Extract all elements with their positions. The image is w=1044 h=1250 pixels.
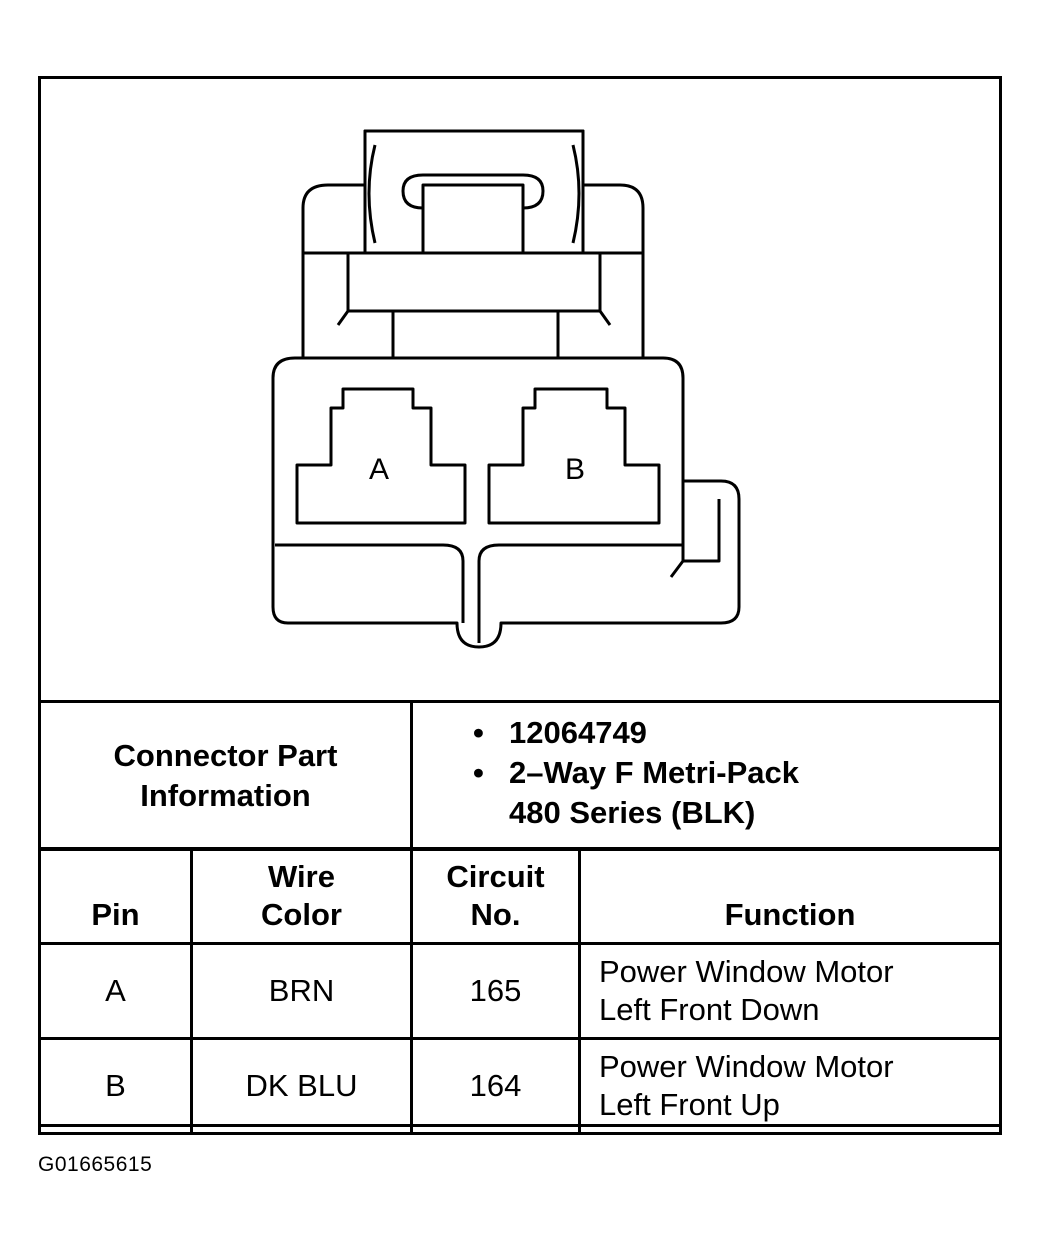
table-row: B DK BLU 164 Power Window Motor Left Fro… bbox=[38, 1037, 1002, 1135]
cavity-label-a: A bbox=[369, 453, 389, 486]
header-circuit-line1: Circuit bbox=[446, 859, 545, 894]
part-info-label: Connector Part Information bbox=[38, 700, 413, 851]
connector-face-diagram: A B bbox=[271, 129, 741, 649]
header-wire-color: Wire Color bbox=[190, 847, 413, 945]
part-info-label-line2: Information bbox=[140, 777, 311, 813]
part-info-label-line1: Connector Part bbox=[113, 737, 338, 773]
cavity-a bbox=[295, 387, 467, 525]
connector-frame: A B Connector Part Information • 1206474… bbox=[38, 76, 1002, 1135]
connector-face bbox=[271, 356, 741, 649]
wire-color-cell: DK BLU bbox=[190, 1037, 413, 1135]
part-info-values: • 12064749 • 2–Way F Metri-Pack 480 Seri… bbox=[410, 700, 1002, 851]
pin-table-header-row: Pin Wire Color Circuit No. Function bbox=[38, 847, 1002, 945]
part-description-line1: 2–Way F Metri-Pack bbox=[509, 755, 800, 790]
pin-cell: B bbox=[38, 1037, 193, 1135]
figure-id: G01665615 bbox=[38, 1153, 153, 1176]
cavity-label-b: B bbox=[565, 453, 585, 486]
function-line1: Power Window Motor bbox=[599, 954, 894, 989]
circuit-cell: 164 bbox=[410, 1037, 581, 1135]
part-info-table: Connector Part Information • 12064749 • … bbox=[38, 700, 1002, 851]
part-description-item: • 2–Way F Metri-Pack 480 Series (BLK) bbox=[473, 753, 999, 833]
circuit-cell: 165 bbox=[410, 942, 581, 1040]
function-cell: Power Window Motor Left Front Up bbox=[578, 1037, 1002, 1135]
function-cell: Power Window Motor Left Front Down bbox=[578, 942, 1002, 1040]
header-pin: Pin bbox=[38, 847, 193, 945]
header-wire-color-line1: Wire bbox=[268, 859, 335, 894]
header-circuit: Circuit No. bbox=[410, 847, 581, 945]
part-number: 12064749 bbox=[509, 715, 647, 750]
function-line2: Left Front Up bbox=[599, 1087, 780, 1122]
header-function: Function bbox=[578, 847, 1002, 945]
cavity-b bbox=[487, 387, 661, 525]
pin-table: Pin Wire Color Circuit No. Function A BR… bbox=[38, 847, 1002, 1135]
latch-housing bbox=[301, 129, 645, 358]
bullet-icon: • bbox=[473, 715, 484, 750]
pin-cell: A bbox=[38, 942, 193, 1040]
function-line2: Left Front Down bbox=[599, 992, 820, 1027]
wire-color-cell: BRN bbox=[190, 942, 413, 1040]
function-line1: Power Window Motor bbox=[599, 1049, 894, 1084]
table-row: A BRN 165 Power Window Motor Left Front … bbox=[38, 942, 1002, 1040]
part-description-line2: 480 Series (BLK) bbox=[509, 795, 756, 830]
header-circuit-line2: No. bbox=[470, 897, 521, 932]
part-number-item: • 12064749 bbox=[473, 713, 999, 753]
header-wire-color-line2: Color bbox=[261, 897, 342, 932]
bullet-icon: • bbox=[473, 755, 484, 790]
